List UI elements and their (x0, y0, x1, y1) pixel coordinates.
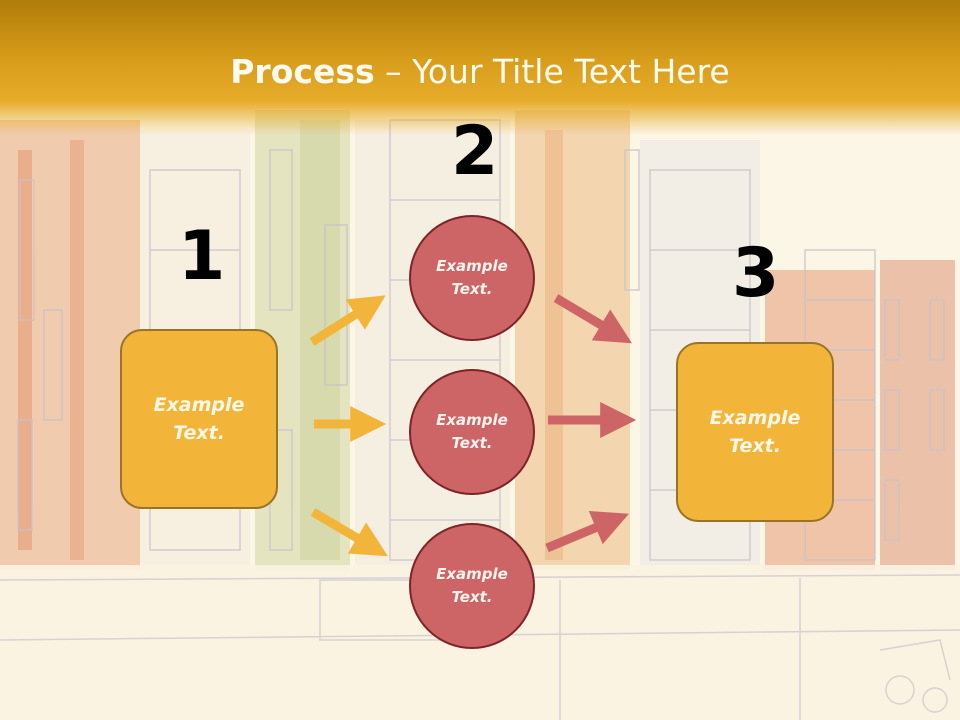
step-1-text: Example Text. (153, 393, 245, 445)
arrow-1-to-2-top (309, 295, 386, 346)
title-banner (0, 0, 960, 135)
step-2-text-top: Example Text. (436, 256, 508, 298)
title-bold: Process (230, 52, 375, 91)
step-2-text-middle: Example Text. (436, 410, 508, 452)
arrow-2-to-3-top (553, 294, 632, 344)
step-2-circle-bottom: Example Text. (409, 523, 535, 649)
slide-title: Process – Your Title Text Here (0, 52, 960, 91)
step-1-box: Example Text. (120, 329, 278, 509)
step-number-1: 1 (178, 217, 226, 296)
title-rest: – Your Title Text Here (374, 52, 730, 91)
step-2-circle-middle: Example Text. (409, 369, 535, 495)
step-2-circle-top: Example Text. (409, 215, 535, 341)
step-3-box: Example Text. (676, 342, 834, 522)
arrow-1-to-2-bottom (310, 508, 388, 557)
step-2-text-bottom: Example Text. (436, 564, 508, 606)
step-3-text: Example Text. (709, 406, 801, 458)
step-number-3: 3 (732, 234, 780, 313)
arrow-2-to-3-bottom (545, 511, 629, 553)
step-number-2: 2 (451, 112, 499, 191)
